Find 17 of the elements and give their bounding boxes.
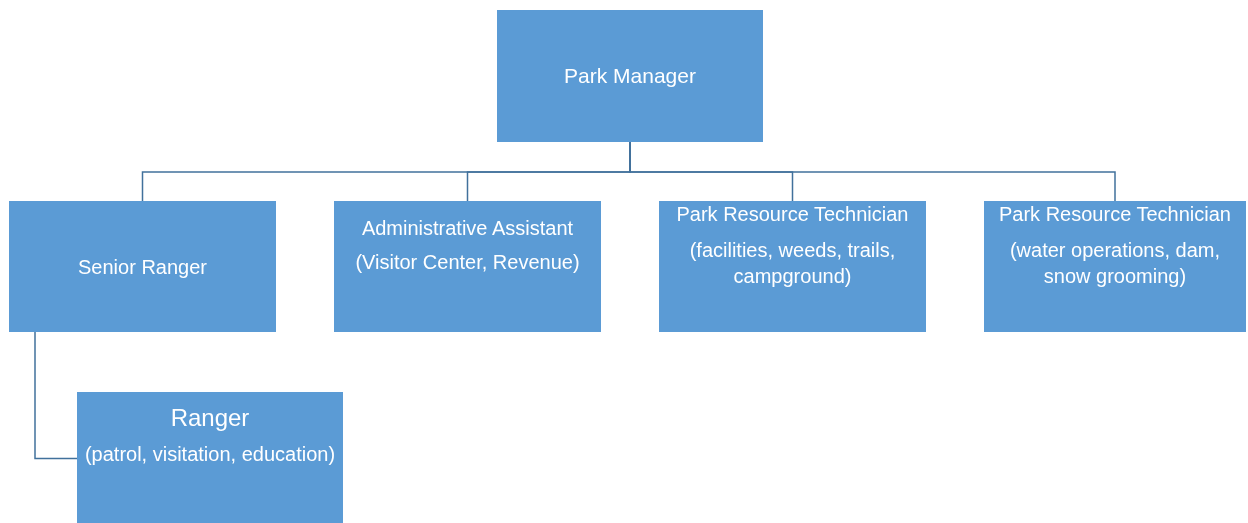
org-box (334, 201, 601, 332)
role-duties: (Visitor Center, Revenue) (355, 250, 580, 275)
role-duties: (patrol, visitation, education) (84, 442, 336, 468)
org-box (659, 201, 926, 332)
role-title: Ranger (170, 403, 250, 433)
connector-line (34, 331, 78, 460)
role-title: Senior Ranger (78, 254, 207, 280)
role-duties: (water operations, dam, snow grooming) (1008, 238, 1222, 289)
org-box (9, 201, 276, 332)
org-box (984, 201, 1246, 332)
role-duties: (facilities, weeds, trails, campground) (688, 238, 897, 289)
org-box (77, 392, 343, 523)
role-title: Park Resource Technician (676, 202, 909, 227)
role-title: Administrative Assistant (361, 216, 574, 241)
role-title: Park Manager (564, 63, 696, 90)
org-box (497, 10, 763, 142)
role-title: Park Resource Technician (999, 202, 1231, 227)
